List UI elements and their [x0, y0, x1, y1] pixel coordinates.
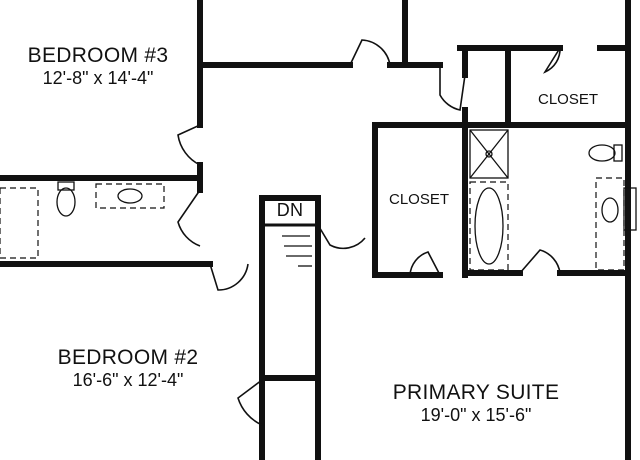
fixtures: [0, 129, 637, 271]
doors: [177, 39, 561, 426]
toilet-tank: [57, 181, 75, 191]
closet-mid-label: CLOSET: [389, 191, 449, 208]
soaking-tub: [469, 181, 509, 271]
bathtub: [0, 187, 39, 259]
primary-toilet-icon: [588, 144, 616, 162]
closet-top-label: CLOSET: [538, 91, 598, 108]
primary-vanity: [595, 177, 625, 271]
primary-suite-dims: 19'-0" x 15'-6": [421, 405, 532, 425]
shower: [469, 129, 509, 179]
primary-sink-icon: [601, 197, 619, 223]
stairs-down-label: DN: [277, 200, 304, 220]
primary-suite-name: PRIMARY SUITE: [393, 381, 560, 404]
bedroom2-name: BEDROOM #2: [58, 346, 199, 369]
vanity: [95, 183, 165, 209]
bedroom3-name: BEDROOM #3: [28, 44, 169, 67]
sink-icon: [117, 188, 143, 204]
bedroom2-dims: 16'-6" x 12'-4": [73, 370, 184, 390]
toilet-icon: [56, 187, 76, 217]
bedroom3-dims: 12'-8" x 14'-4": [43, 68, 154, 88]
